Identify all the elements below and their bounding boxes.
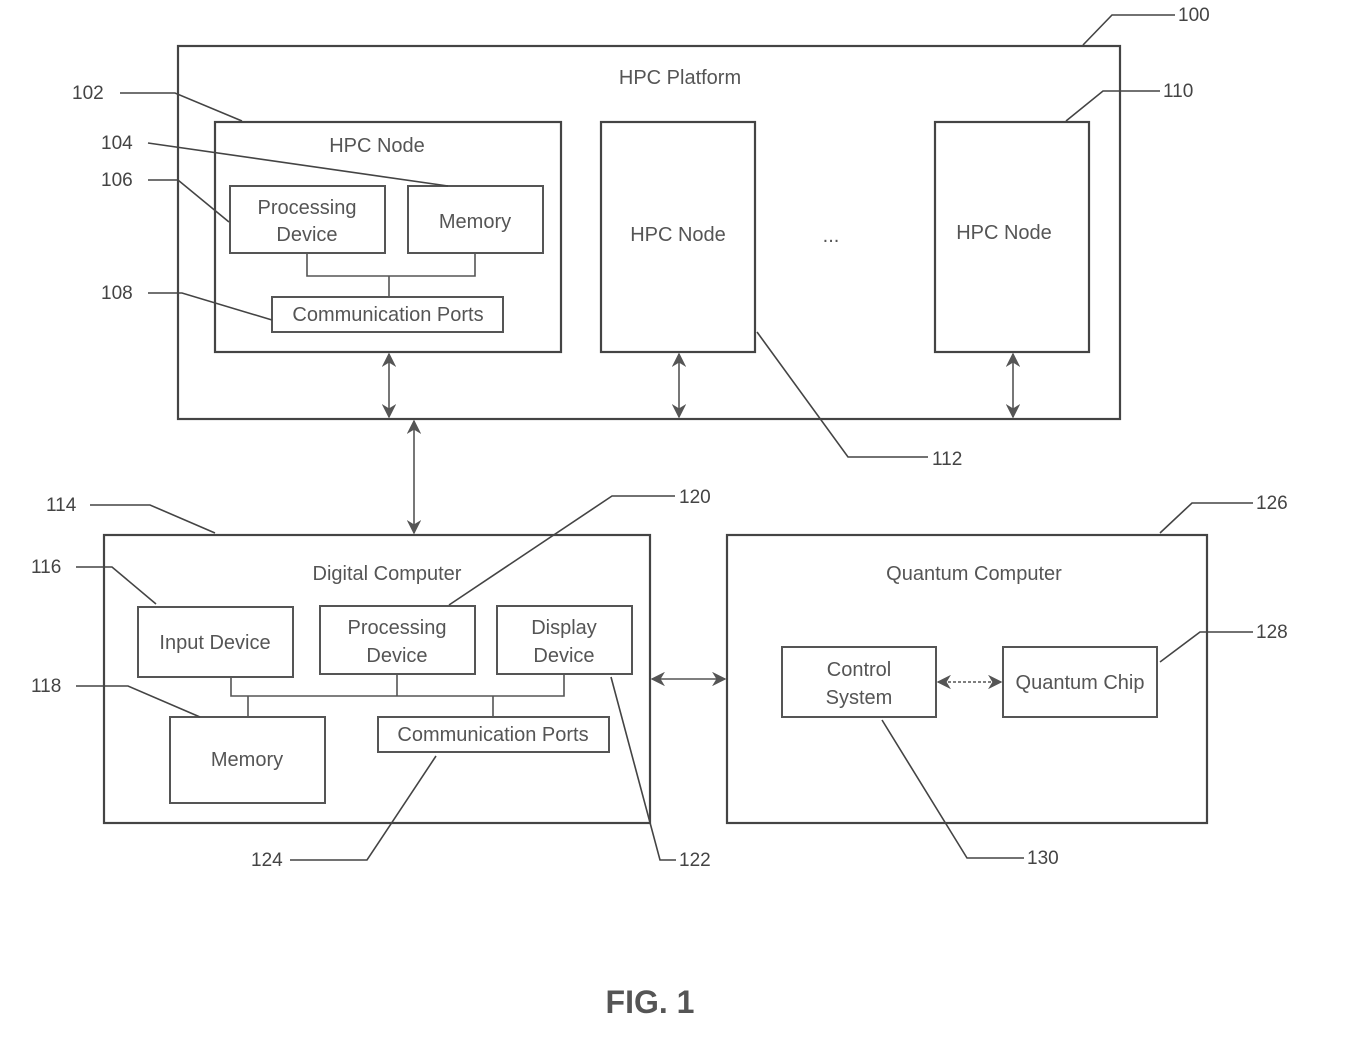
dc-input-device-label: Input Device <box>159 632 270 654</box>
leader-114 <box>90 505 215 533</box>
qc-quantum-chip-label: Quantum Chip <box>1016 672 1145 694</box>
ref-104: 104 <box>101 133 133 154</box>
digital-computer: Digital Computer Input Device Processing… <box>104 535 650 823</box>
hpc-node-main-title: HPC Node <box>329 135 425 157</box>
ref-106: 106 <box>101 170 133 191</box>
hpc-node-right: HPC Node <box>935 122 1089 352</box>
hpc-node-middle-title: HPC Node <box>630 224 726 246</box>
ref-120: 120 <box>679 487 711 508</box>
ref-112: 112 <box>932 449 962 470</box>
ref-108: 108 <box>101 283 133 304</box>
dc-comm-ports-label: Communication Ports <box>397 724 588 746</box>
hpc-processing-device-label-1: Processing <box>258 197 357 219</box>
leader-126 <box>1160 503 1253 533</box>
dc-processing-device-label-1: Processing <box>348 617 447 639</box>
dc-memory-label: Memory <box>211 749 283 771</box>
ref-126: 126 <box>1256 493 1288 514</box>
qc-control-system-label-2: System <box>826 687 893 709</box>
hpc-node-ellipsis: ... <box>823 225 840 247</box>
hpc-node-main: HPC Node Processing Device Memory Commun… <box>215 122 561 352</box>
ref-130: 130 <box>1027 848 1059 869</box>
hpc-processing-device-label-2: Device <box>276 224 337 246</box>
hpc-memory-label: Memory <box>439 211 511 233</box>
ref-116: 116 <box>31 557 61 578</box>
ref-114: 114 <box>46 495 77 516</box>
dc-processing-device-label-2: Device <box>366 645 427 667</box>
ref-118: 118 <box>31 676 61 697</box>
qc-control-system-label-1: Control <box>827 659 891 681</box>
hpc-node-right-title: HPC Node <box>956 222 1052 244</box>
dc-display-device-label-1: Display <box>531 617 597 639</box>
ref-110: 110 <box>1163 81 1193 102</box>
digital-computer-title: Digital Computer <box>313 563 462 585</box>
ref-100: 100 <box>1178 5 1210 26</box>
ref-128: 128 <box>1256 622 1288 643</box>
hpc-platform-title: HPC Platform <box>619 67 741 89</box>
leader-100 <box>1083 15 1175 45</box>
ref-124: 124 <box>251 850 283 871</box>
ref-102: 102 <box>72 83 104 104</box>
hpc-comm-ports-label: Communication Ports <box>292 304 483 326</box>
figure-label: FIG. 1 <box>606 984 695 1020</box>
dc-display-device-label-2: Device <box>533 645 594 667</box>
hpc-node-middle: HPC Node <box>601 122 755 352</box>
quantum-computer: Quantum Computer Control System Quantum … <box>727 535 1207 823</box>
quantum-computer-title: Quantum Computer <box>886 563 1062 585</box>
ref-122: 122 <box>679 850 711 871</box>
